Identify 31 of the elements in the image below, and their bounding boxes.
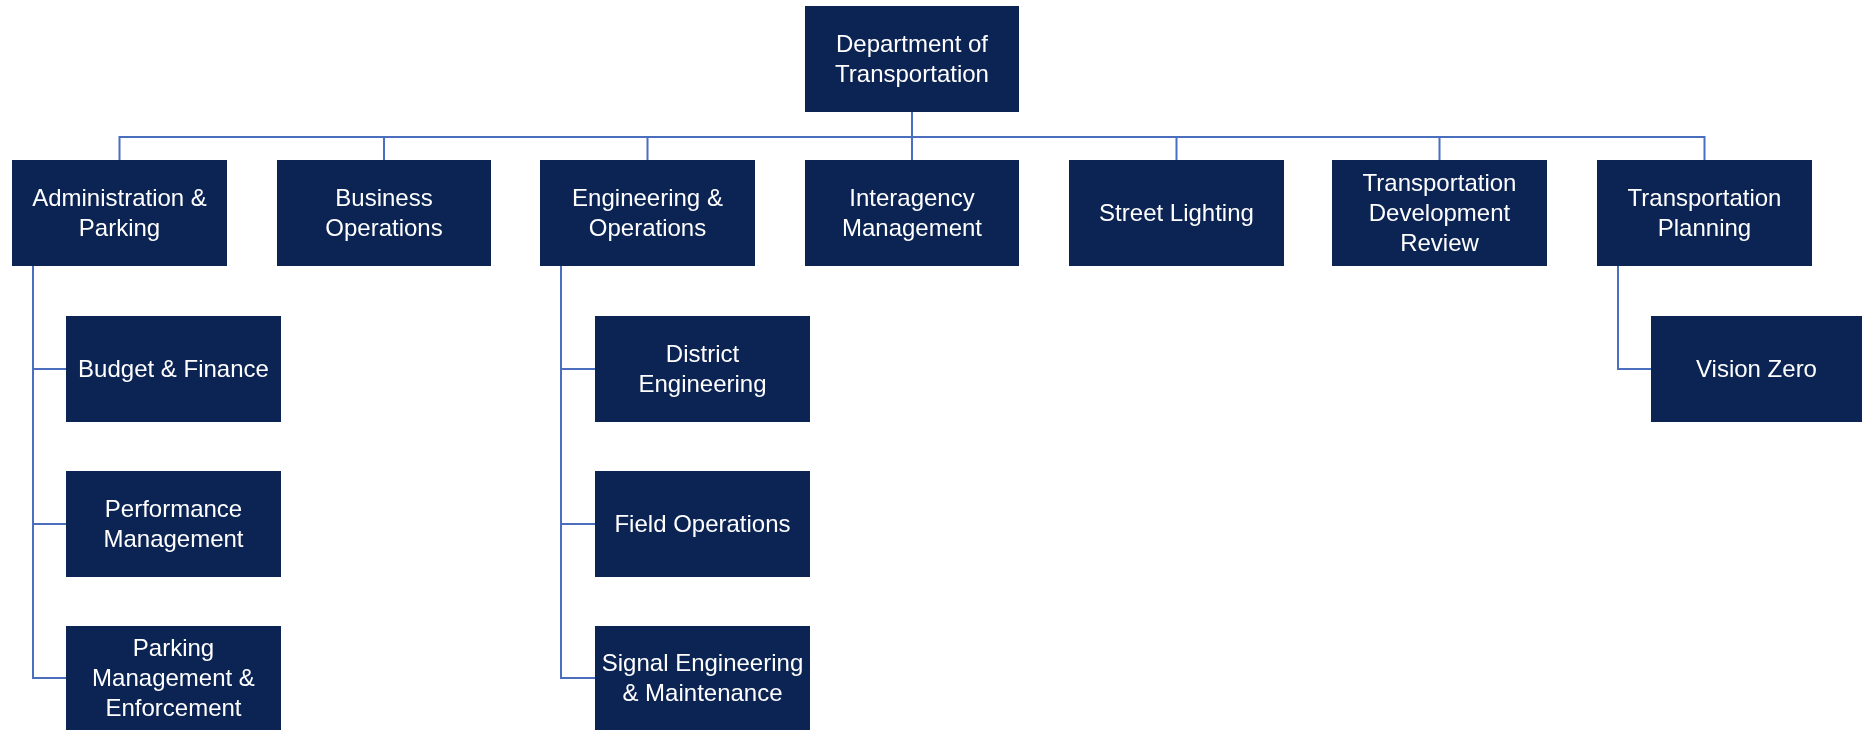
org-unit-box <box>66 471 281 577</box>
org-unit-box <box>805 6 1019 112</box>
org-unit-box <box>66 626 281 730</box>
org-unit-box <box>595 626 810 730</box>
unit-name: Signal Engineering & Maintenance <box>601 648 804 708</box>
org-unit-box <box>1332 160 1547 266</box>
unit-name: Administration & Parking <box>31 183 208 243</box>
org-unit-box <box>1069 160 1284 266</box>
unit-name: Department of Transportation <box>834 29 990 89</box>
org-unit-box <box>1597 160 1812 266</box>
unit-name: Interagency Management <box>840 183 984 243</box>
unit-name: Street Lighting <box>1099 198 1254 228</box>
org-unit-box <box>12 160 227 266</box>
unit-name: Parking Management & Enforcement <box>91 633 256 723</box>
org-unit-box <box>66 316 281 422</box>
unit-name: Transportation Planning <box>1626 183 1783 243</box>
org-unit-box <box>1651 316 1862 422</box>
unit-name: Business Operations <box>324 183 444 243</box>
unit-name: Vision Zero <box>1696 354 1817 384</box>
unit-name: Transportation Development Review <box>1361 168 1518 258</box>
org-unit-box <box>595 316 810 422</box>
org-unit-box <box>277 160 491 266</box>
org-unit-box <box>540 160 755 266</box>
org-unit-box <box>595 471 810 577</box>
unit-name: Field Operations <box>614 509 791 539</box>
unit-name: Performance Management <box>102 494 245 554</box>
unit-name: Budget & Finance <box>78 354 269 384</box>
unit-name: District Engineering <box>637 339 768 399</box>
unit-name: Engineering & Operations <box>571 183 724 243</box>
org-unit-box <box>805 160 1019 266</box>
connector-line <box>1617 265 1652 370</box>
